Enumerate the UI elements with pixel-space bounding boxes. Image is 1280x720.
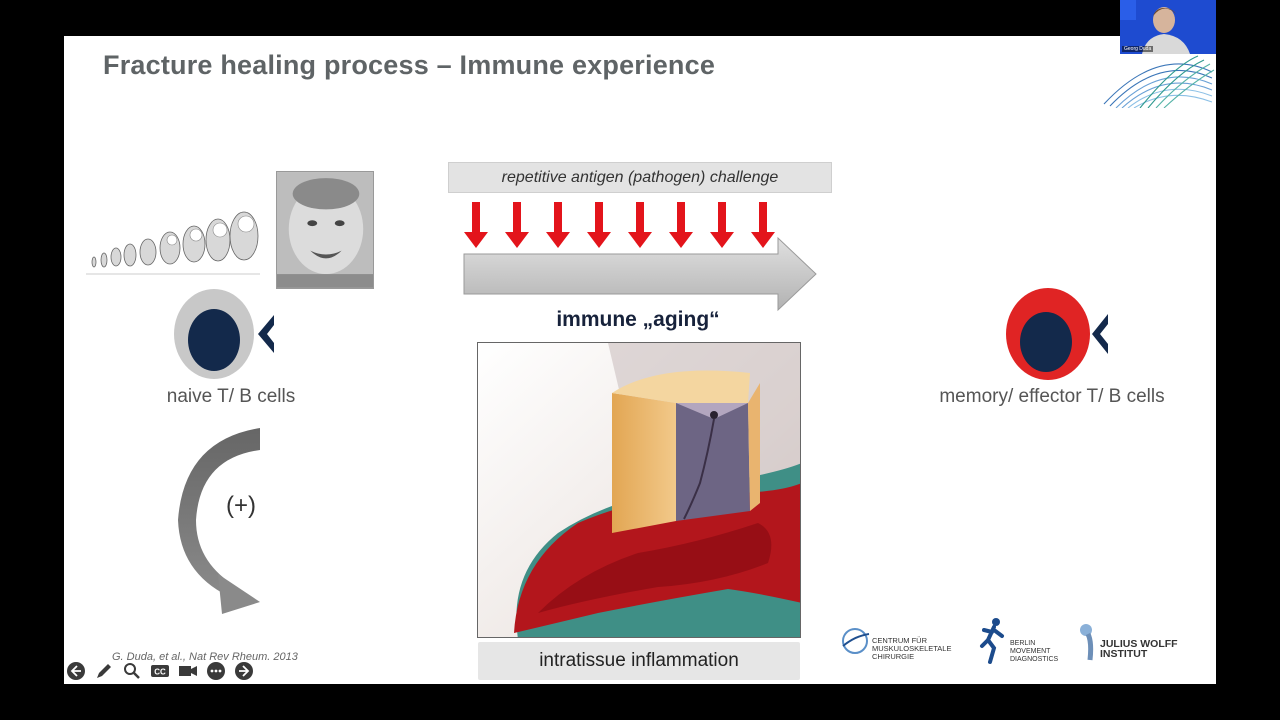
back-icon[interactable] (66, 661, 86, 681)
slide-title: Fracture healing process – Immune experi… (103, 50, 715, 81)
runner-icon (978, 616, 1008, 666)
presentation-slide: Fracture healing process – Immune experi… (64, 36, 1216, 684)
bmd-logo-line-3: DIAGNOSTICS (1010, 656, 1058, 664)
more-icon[interactable] (206, 661, 226, 681)
naive-cell-icon (174, 287, 276, 381)
captions-icon[interactable]: CC (150, 661, 170, 681)
presentation-toolbar: CC (66, 660, 254, 682)
captions-label: CC (154, 668, 166, 677)
bmd-logo-line-1: BERLIN (1010, 640, 1058, 648)
memory-cells-label: memory/ effector T/ B cells (904, 386, 1200, 408)
forward-icon[interactable] (234, 661, 254, 681)
cycle-arrow-icon (174, 424, 274, 614)
timeline-arrow-icon (462, 236, 818, 314)
baby-photo (276, 171, 374, 289)
presenter-name: Georg Duda (1122, 46, 1153, 52)
jwi-logo-line-2: INSTITUT (1100, 649, 1178, 659)
cmsc-logo-icon (840, 626, 870, 656)
pen-icon[interactable] (94, 661, 114, 681)
intratissue-inflammation-label: intratissue inflammation (478, 642, 800, 680)
video-icon[interactable] (178, 661, 198, 681)
naive-cells-label: naive T/ B cells (128, 386, 334, 408)
zoom-icon[interactable] (122, 661, 142, 681)
bmd-logo: BERLIN MOVEMENT DIAGNOSTICS (978, 616, 1062, 668)
jwi-logo: JULIUS WOLFF INSTITUT (1078, 622, 1178, 666)
immune-aging-label: immune „aging“ (478, 308, 798, 332)
cmsc-logo-line-3: CHIRURGIE (872, 653, 951, 661)
tissue-inflammation-image (477, 342, 801, 638)
bmd-logo-line-2: MOVEMENT (1010, 648, 1058, 656)
femur-icon (1078, 622, 1100, 662)
antigen-challenge-banner: repetitive antigen (pathogen) challenge (448, 162, 832, 193)
memory-cell-icon (1004, 286, 1114, 382)
plus-label: (+) (226, 492, 256, 520)
cmsc-logo: CENTRUM FÜR MUSKULOSKELETALE CHIRURGIE (840, 626, 950, 668)
fan-logo-icon (1100, 52, 1216, 108)
embryo-development-icon (86, 210, 260, 286)
presenter-video[interactable]: Georg Duda (1120, 0, 1216, 54)
